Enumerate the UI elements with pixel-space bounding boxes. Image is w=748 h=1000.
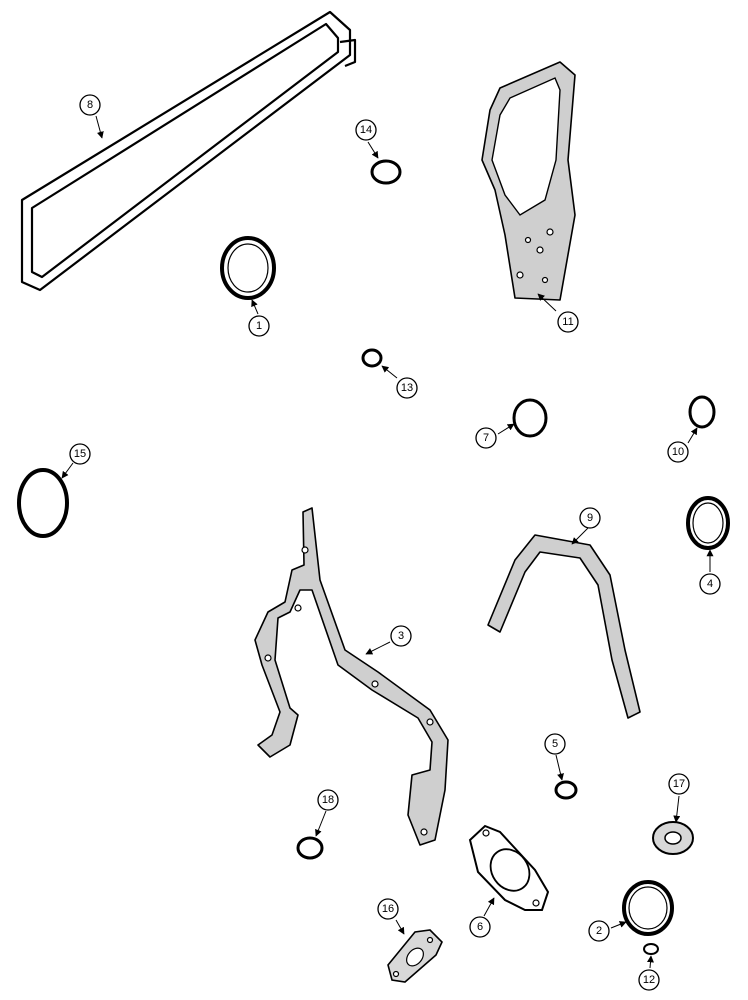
- callout-label-10: 10: [672, 446, 684, 458]
- callout-label-15: 15: [74, 448, 86, 460]
- callout-18: 18: [317, 789, 339, 811]
- part-1-seal: [220, 236, 276, 300]
- callout-4: 4: [699, 573, 721, 595]
- callout-label-6: 6: [477, 921, 483, 933]
- part-5-o-ring: [554, 780, 578, 800]
- callout-17: 17: [668, 773, 690, 795]
- callout-11: 11: [557, 311, 579, 333]
- callout-label-2: 2: [596, 925, 602, 937]
- callout-7: 7: [475, 427, 497, 449]
- part-9-rear-cover-gasket: [487, 534, 641, 719]
- callout-label-3: 3: [398, 630, 404, 642]
- part-10-o-ring: [688, 395, 716, 429]
- callout-label-16: 16: [382, 903, 394, 915]
- callout-2: 2: [588, 920, 610, 942]
- callout-13: 13: [396, 377, 418, 399]
- callout-9: 9: [579, 507, 601, 529]
- callout-label-8: 8: [87, 99, 93, 111]
- callout-label-9: 9: [587, 512, 593, 524]
- part-17-washer: [652, 821, 694, 855]
- part-14-o-ring: [370, 159, 402, 185]
- part-13-washer: [361, 348, 383, 368]
- callout-15: 15: [69, 443, 91, 465]
- part-7-o-ring: [512, 398, 548, 438]
- part-16-gasket-plate: [387, 929, 443, 983]
- part-3-gear-cover-gasket: [254, 507, 449, 846]
- callout-label-7: 7: [483, 432, 489, 444]
- callout-3: 3: [390, 625, 412, 647]
- part-6-flange-gasket: [468, 824, 550, 911]
- callout-label-11: 11: [562, 316, 573, 328]
- callout-16: 16: [377, 898, 399, 920]
- part-18-o-ring: [296, 836, 324, 860]
- part-11-water-pump-gasket: [481, 61, 576, 301]
- callout-label-17: 17: [673, 778, 685, 790]
- part-15-o-ring: [17, 468, 69, 538]
- part-4-seal: [686, 496, 730, 550]
- callout-label-12: 12: [643, 974, 655, 986]
- callout-14: 14: [355, 119, 377, 141]
- callout-label-14: 14: [360, 124, 372, 136]
- callout-label-4: 4: [707, 578, 713, 590]
- callout-label-18: 18: [322, 794, 334, 806]
- leader-lines: [61, 115, 714, 969]
- callout-1: 1: [248, 315, 270, 337]
- callout-label-5: 5: [552, 738, 558, 750]
- callout-6: 6: [469, 916, 491, 938]
- callout-label-13: 13: [401, 382, 413, 394]
- callout-label-1: 1: [256, 320, 262, 332]
- callout-5: 5: [544, 733, 566, 755]
- callout-8: 8: [79, 94, 101, 116]
- part-2-seal: [622, 880, 674, 936]
- callout-10: 10: [667, 441, 689, 463]
- part-12-o-ring: [643, 943, 659, 955]
- part-8-rocker-cover-gasket: [20, 10, 357, 292]
- callout-12: 12: [638, 969, 660, 991]
